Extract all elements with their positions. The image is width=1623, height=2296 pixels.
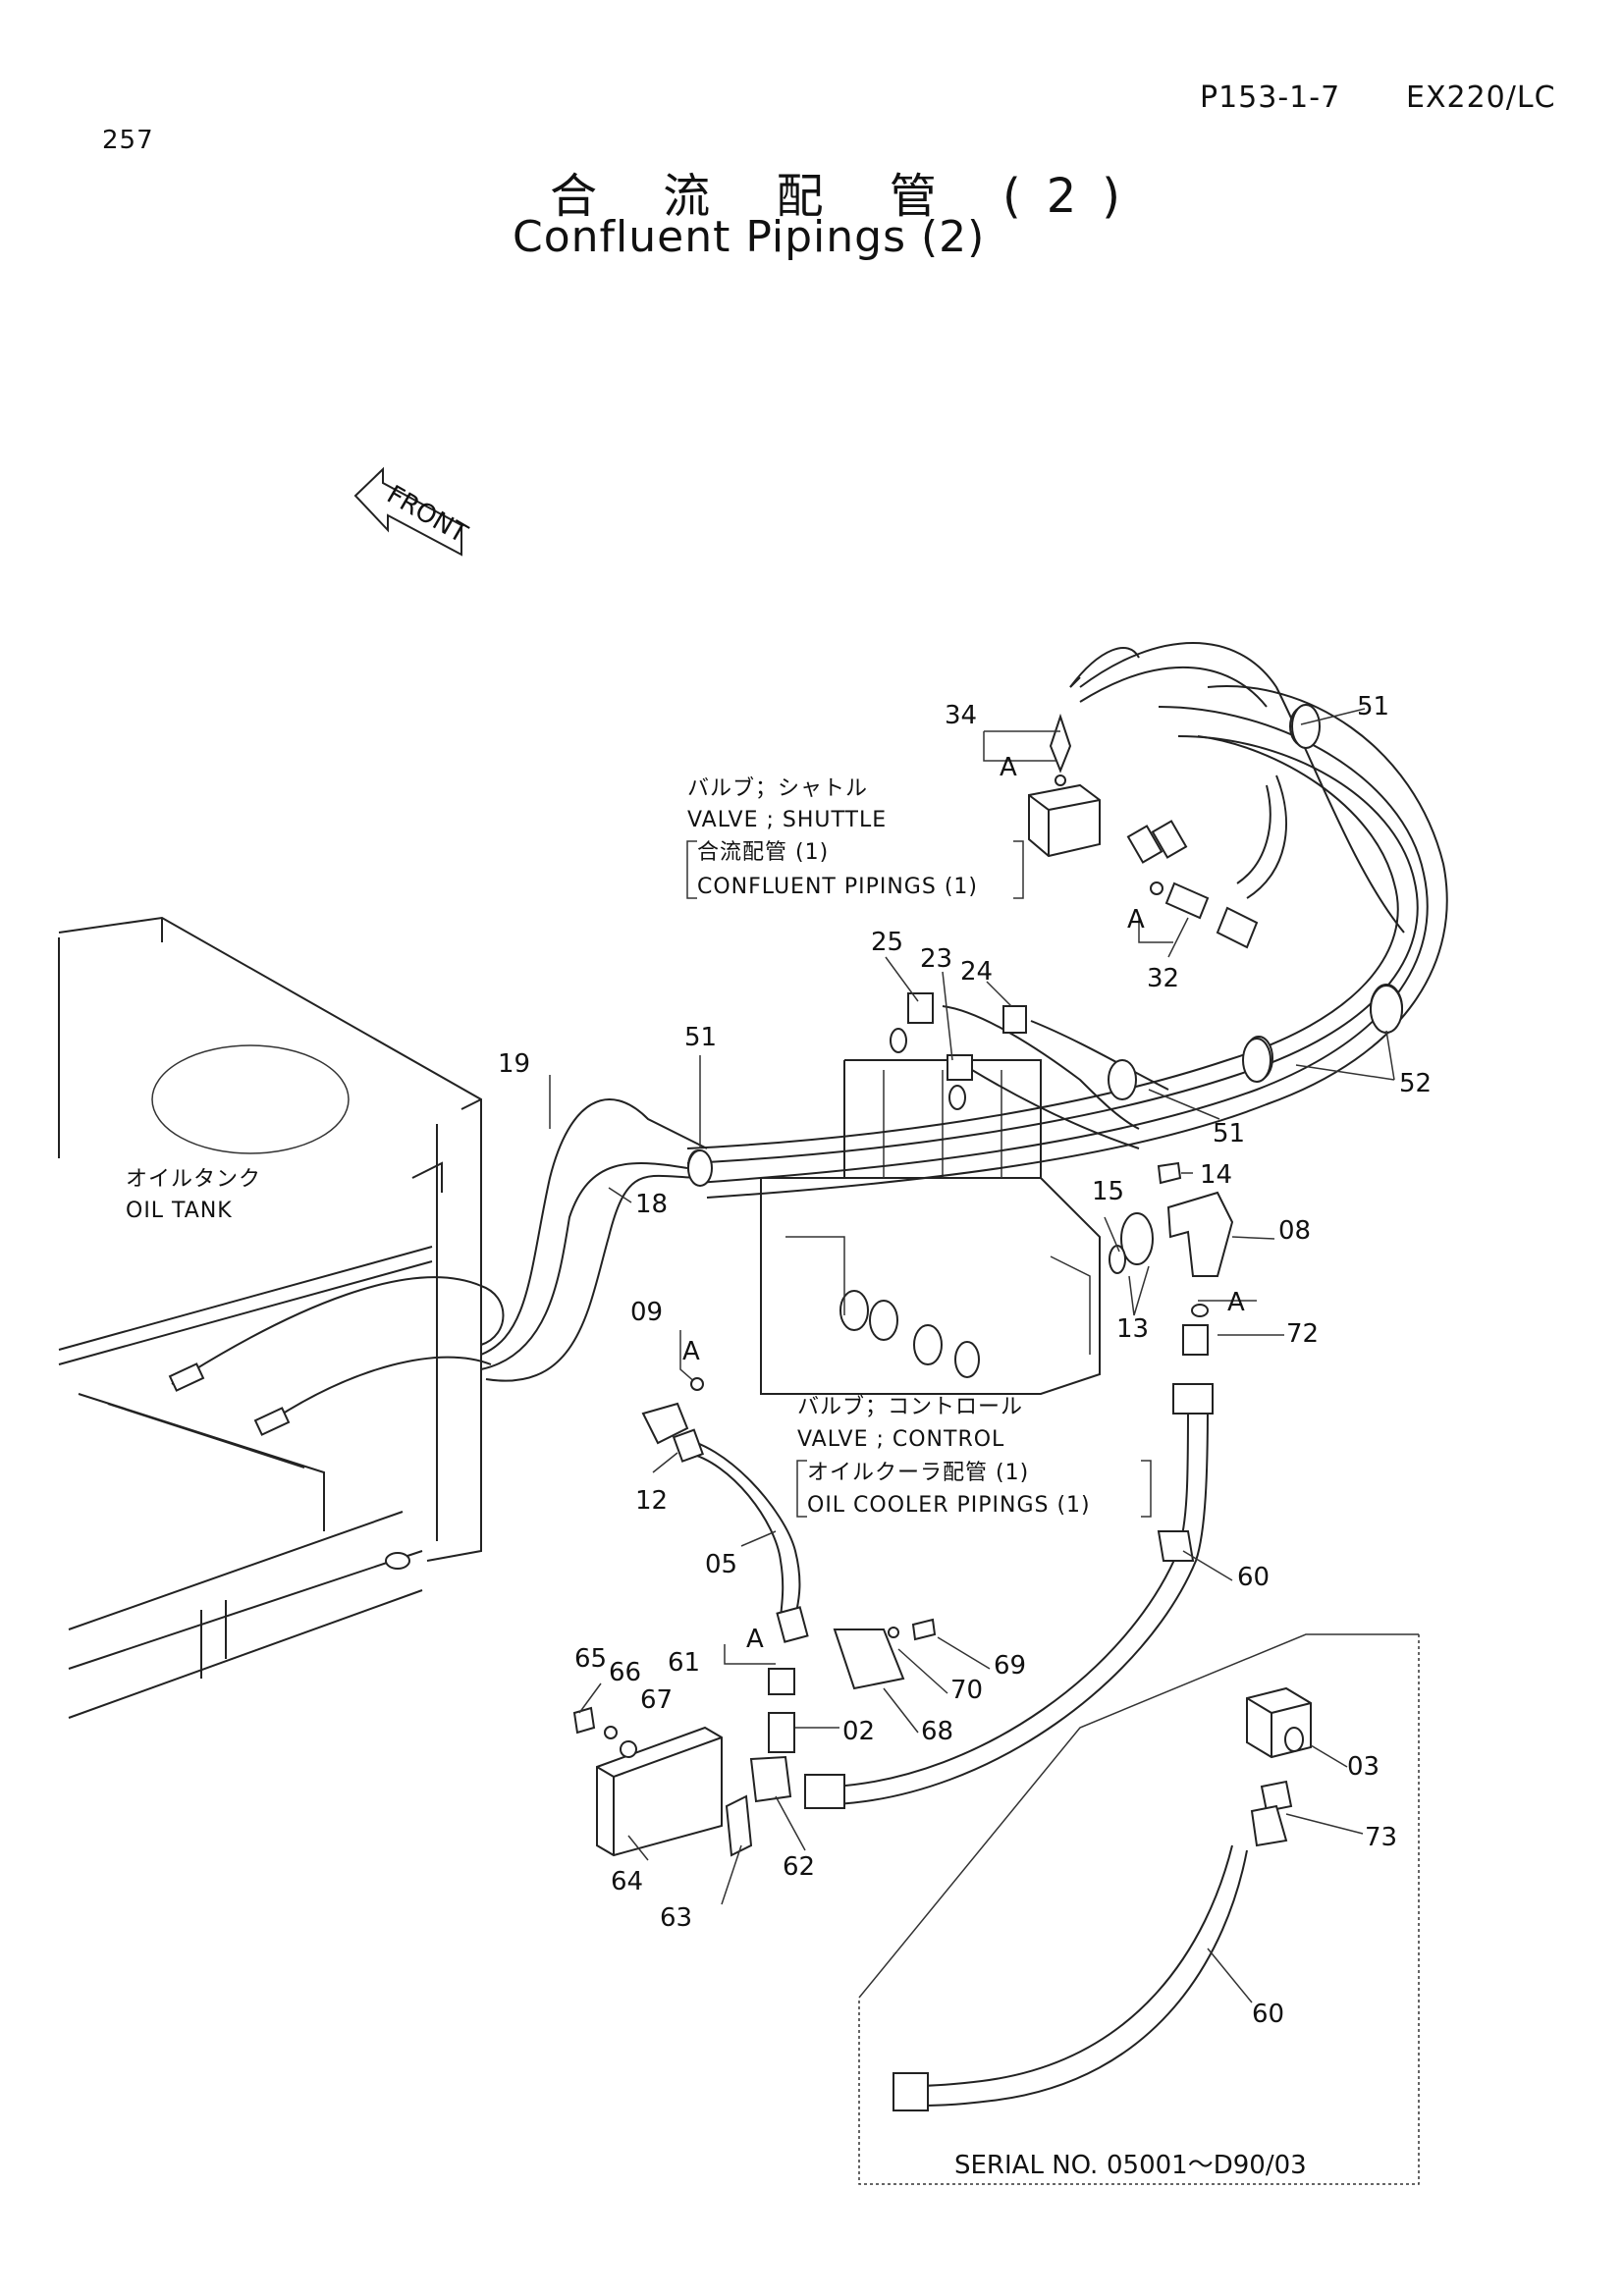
tank-label-en: OIL TANK: [126, 1199, 233, 1223]
callout-64: 64: [611, 1867, 643, 1896]
callouts: 34 51 32 25 23 24 51 19 52 51 18 15 14 0…: [498, 692, 1432, 2029]
leader-lines: [549, 708, 1395, 2003]
cooler-label-en: OIL COOLER PIPINGS (1): [807, 1493, 1091, 1518]
tank-hoses: [168, 1276, 505, 1436]
callout-70: 70: [950, 1676, 983, 1705]
elbow-fittings: [1109, 1161, 1234, 1356]
confluent-hose-bundle: [686, 642, 1448, 1199]
callout-09: 09: [630, 1298, 663, 1327]
serial-prefix: SERIAL NO.: [954, 2151, 1098, 2180]
callout-51-top: 51: [1357, 692, 1389, 721]
callout-63: 63: [660, 1903, 692, 1933]
detail-a-72: A: [1227, 1288, 1245, 1317]
callout-24: 24: [960, 957, 993, 987]
control-valve-label-jp: バルブ；コントロール: [797, 1395, 1023, 1419]
callout-65: 65: [574, 1644, 607, 1674]
page-code: P153-1-7: [1200, 80, 1341, 115]
front-arrow-icon: FRONT: [353, 466, 472, 557]
detail-a-32: A: [1127, 905, 1145, 934]
callout-66: 66: [609, 1658, 641, 1687]
callout-60-top: 60: [1237, 1563, 1270, 1592]
confluent-label-jp: 合流配管 (1): [697, 840, 829, 865]
callout-51-mid: 51: [684, 1023, 717, 1052]
callout-60-detail: 60: [1252, 2000, 1284, 2029]
callout-02: 02: [842, 1717, 875, 1746]
serial-range: 05001～D90/03: [1107, 2151, 1307, 2180]
callout-13: 13: [1116, 1314, 1149, 1344]
callout-23: 23: [920, 944, 952, 974]
tank-label-jp: オイルタンク: [126, 1167, 261, 1192]
shuttle-label-en: VALVE ; SHUTTLE: [687, 808, 887, 832]
callout-61: 61: [668, 1648, 700, 1678]
callout-32: 32: [1147, 964, 1179, 993]
callout-72: 72: [1286, 1319, 1319, 1349]
hose-05: [641, 1377, 809, 1643]
detail-a-shuttle: A: [1000, 753, 1017, 782]
detail-a-61: A: [746, 1625, 764, 1654]
clamps: [687, 704, 1403, 1187]
confluent-bracket: [686, 840, 1024, 899]
callout-15: 15: [1092, 1177, 1124, 1206]
cooler-label-jp: オイルクーラ配管 (1): [807, 1461, 1029, 1485]
port-hoses: [890, 992, 1169, 1149]
callout-12: 12: [635, 1486, 668, 1516]
shuttle-valve: [1028, 713, 1259, 949]
callout-69: 69: [994, 1651, 1026, 1681]
callout-52: 52: [1399, 1069, 1432, 1098]
callout-68: 68: [921, 1717, 953, 1746]
title-japanese-text: 合 流 配 管 (2): [550, 169, 1147, 224]
detail-a-markers: A A A A A: [679, 731, 1257, 1665]
callout-18: 18: [635, 1190, 668, 1219]
detail-a-09: A: [682, 1337, 700, 1366]
control-valve-label-en: VALVE ; CONTROL: [797, 1427, 1004, 1452]
hose-18-19: [480, 1098, 708, 1382]
callout-67: 67: [640, 1685, 673, 1715]
cooler-bracket: [796, 1460, 1152, 1518]
confluent-label-en: CONFLUENT PIPINGS (1): [697, 875, 978, 899]
callout-73: 73: [1365, 1823, 1397, 1852]
front-label: FRONT: [382, 480, 472, 549]
callout-05: 05: [705, 1550, 737, 1579]
callout-14: 14: [1200, 1160, 1232, 1190]
hose-60: [804, 1383, 1214, 1809]
callout-08: 08: [1278, 1216, 1311, 1246]
title-english: Confluent Pipings (2): [513, 212, 986, 262]
oil-tank: [58, 916, 482, 1719]
callout-62: 62: [783, 1852, 815, 1882]
callout-03: 03: [1347, 1752, 1380, 1782]
callout-19: 19: [498, 1049, 530, 1079]
shuttle-label-jp: バルブ；シャトル: [687, 776, 868, 801]
callout-51-right: 51: [1213, 1119, 1245, 1148]
model-code: EX220/LC: [1406, 80, 1556, 115]
serial-detail-box: [858, 1633, 1420, 2185]
page-number: 257: [102, 126, 154, 155]
callout-25: 25: [871, 928, 903, 957]
callout-34: 34: [945, 701, 977, 730]
lower-bracket-assembly: [572, 1618, 937, 1857]
control-valve: [760, 1059, 1101, 1395]
